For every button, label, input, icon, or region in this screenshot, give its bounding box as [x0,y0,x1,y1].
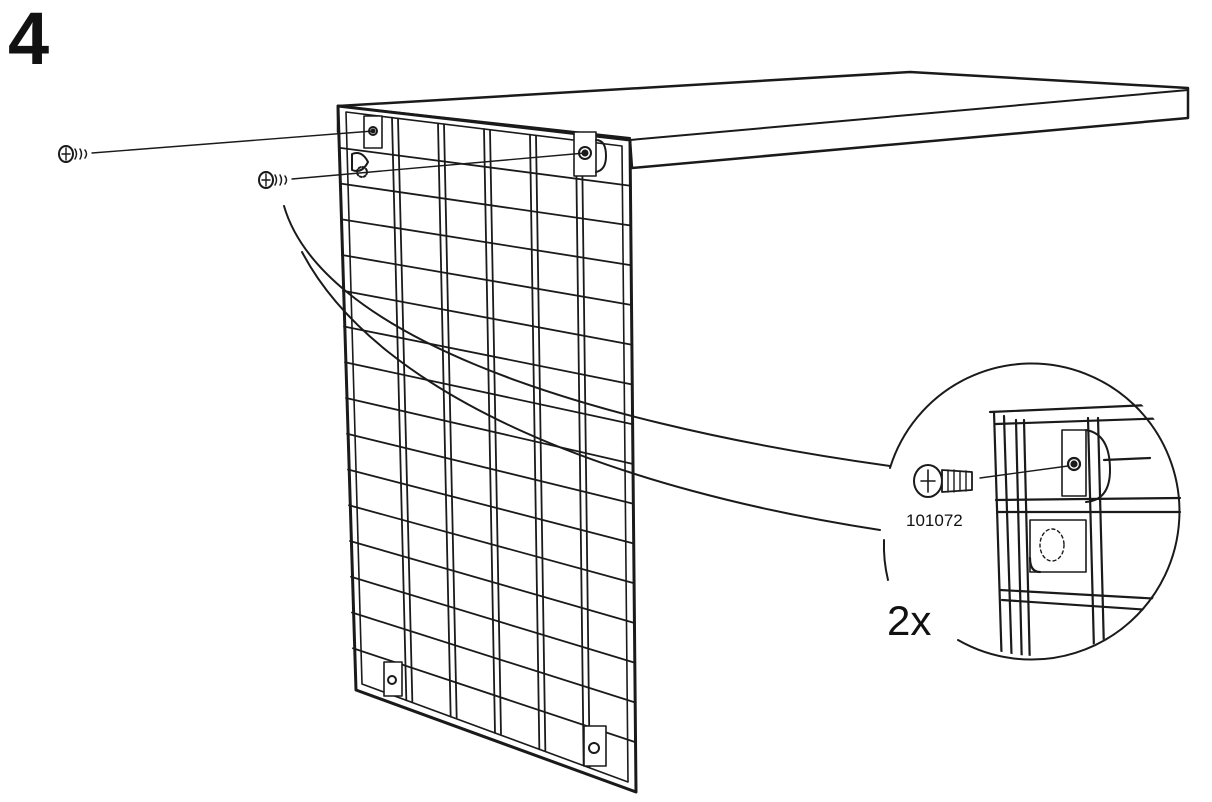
screw-icon [58,130,374,163]
grid-vertical-wire [391,116,408,702]
grid-horizontal-wire [344,361,634,426]
quantity-label: 2x [887,597,932,644]
grid-horizontal-wire [338,146,632,187]
grid-horizontal-wire [339,182,632,227]
grid-vertical-wire [397,117,414,703]
grid-horizontal-wire [342,289,633,346]
grid-horizontal-wire [347,468,635,545]
callout-pointer [283,205,891,531]
wire-grid-panel [336,104,638,794]
grid-horizontal-wire [350,575,636,664]
part-number-label: 101072 [906,511,963,530]
grid-horizontal-wire [345,397,634,465]
top-right-bracket [573,131,607,177]
grid-horizontal-wire [340,218,633,267]
grid-horizontal-wire [346,432,635,505]
grid-horizontal-wire [351,611,637,704]
bottom-left-bracket [383,661,403,697]
step-number: 4 [8,0,50,80]
magnifier-callout [882,360,1184,661]
grid-vertical-wire [443,123,458,719]
grid-vertical-wire [575,139,585,767]
grid-horizontal-wires [338,146,637,744]
grid-horizontal-wire [343,325,634,386]
screw-icon [258,152,586,189]
grid-horizontal-wire [349,540,636,624]
bottom-right-bracket [583,725,607,767]
grid-horizontal-wire [348,504,636,585]
screw-icon [913,464,1069,498]
grid-horizontal-wire [341,254,633,306]
